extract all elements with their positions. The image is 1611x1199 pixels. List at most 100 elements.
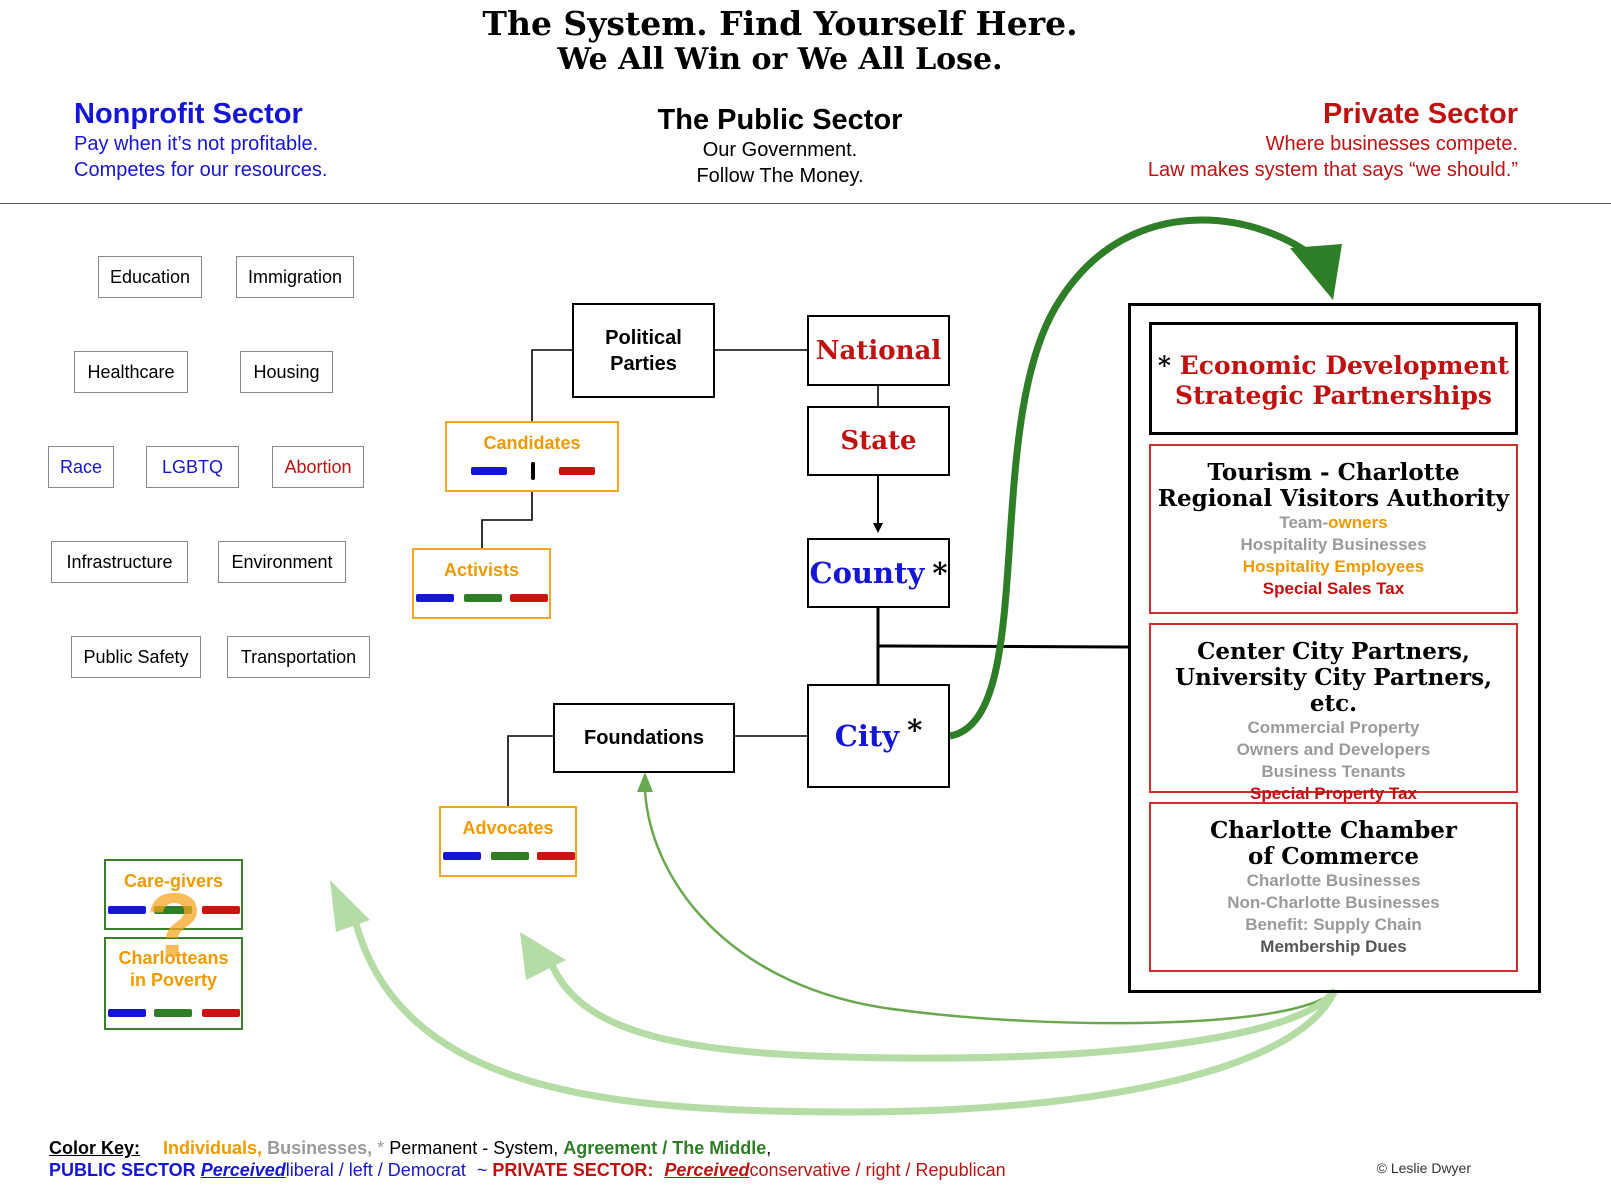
caregivers-label: Care-givers	[123, 871, 224, 891]
city-label: City	[834, 719, 900, 753]
tourism-box: Tourism - Charlotte Regional Visitors Au…	[1149, 444, 1518, 614]
tourism-line3: Hospitality Employees	[1242, 557, 1425, 576]
arrow-city-to-private	[949, 216, 1323, 740]
chamber-box: Charlotte Chamber of Commerce Charlotte …	[1149, 802, 1518, 972]
issue-immigration: Immigration	[236, 256, 354, 298]
poverty-red-bar	[202, 1009, 240, 1017]
advocates-label: Advocates	[462, 818, 554, 838]
poverty-label-line1: Charlotteans	[118, 948, 229, 968]
color-key-private-rest: conservative / right / Republican	[749, 1160, 1006, 1180]
issue-housing: Housing	[240, 351, 333, 393]
chamber-line4: Membership Dues	[1260, 937, 1407, 956]
arrow-private-to-advocates	[546, 958, 1338, 1062]
color-key-public-rest: liberal / left / Democrat	[285, 1160, 466, 1180]
tourism-line4: Special Sales Tax	[1262, 579, 1405, 598]
caregivers-green-bar	[154, 906, 192, 914]
city-asterisk: *	[907, 713, 923, 747]
private-header: Private Sector Where businesses compete.…	[1148, 98, 1518, 183]
activists-blue-bar	[416, 594, 454, 602]
activists-green-bar	[464, 594, 502, 602]
issue-infrastructure: Infrastructure	[51, 541, 188, 583]
candidates-box: Candidates	[445, 421, 619, 492]
chamber-line2: Non-Charlotte Businesses	[1227, 893, 1440, 912]
center-city-heading-line2: University City Partners, etc.	[1174, 664, 1493, 717]
caregivers-blue-bar	[108, 906, 146, 914]
line-candidates-activists	[481, 491, 533, 548]
poverty-label-line2: in Poverty	[129, 970, 218, 990]
center-city-line4: Special Property Tax	[1250, 784, 1417, 803]
state-box: State	[807, 406, 950, 476]
advocates-green-bar	[491, 852, 529, 860]
color-key-line1: Color Key: Individuals, Businesses, * Pe…	[49, 1138, 771, 1159]
issue-abortion: Abortion	[272, 446, 364, 488]
nonprofit-title: Nonprofit Sector	[74, 98, 303, 130]
color-key-private: PRIVATE SECTOR:	[492, 1160, 654, 1180]
color-key-agreement: Agreement / The Middle	[563, 1138, 767, 1158]
color-key-individuals: Individuals,	[163, 1138, 263, 1158]
arrowhead-advocates	[520, 932, 566, 980]
private-title: Private Sector	[1322, 98, 1518, 130]
city-box: City *	[807, 684, 950, 788]
public-line2: Follow The Money.	[696, 165, 864, 187]
chamber-line3: Benefit: Supply Chain	[1245, 915, 1422, 934]
color-key-star: *	[377, 1138, 385, 1158]
center-city-box: Center City Partners, University City Pa…	[1149, 623, 1518, 803]
candidates-blue-bar	[471, 467, 507, 475]
economic-development-line1: Economic Development	[1179, 351, 1510, 380]
caregivers-red-bar	[202, 906, 240, 914]
poverty-box: Charlotteans in Poverty	[104, 937, 243, 1030]
county-asterisk: *	[932, 556, 948, 590]
economic-development-asterisk: *	[1157, 351, 1171, 380]
arrowhead-caregivers	[330, 880, 370, 932]
foundations-box: Foundations	[553, 703, 735, 773]
center-city-line2: Owners and Developers	[1236, 740, 1431, 759]
poverty-blue-bar	[108, 1009, 146, 1017]
color-key-permanent: Permanent - System,	[389, 1138, 559, 1158]
chamber-heading-line1: Charlotte Chamber	[1209, 817, 1458, 844]
public-line1: Our Government.	[702, 139, 858, 161]
center-city-heading-line1: Center City Partners,	[1197, 638, 1470, 665]
private-line1: Where businesses compete.	[1265, 133, 1518, 155]
issue-transportation: Transportation	[227, 636, 370, 678]
chamber-line1: Charlotte Businesses	[1246, 871, 1421, 890]
arrow-private-to-foundations	[643, 789, 1336, 1025]
color-key-public: PUBLIC SECTOR	[49, 1160, 196, 1180]
political-parties-label: Political Parties	[605, 326, 682, 375]
public-title: The Public Sector	[657, 104, 903, 136]
issue-environment: Environment	[218, 541, 346, 583]
public-header: The Public Sector Our Government. Follow…	[560, 104, 1000, 189]
tourism-heading-line2: Regional Visitors Authority	[1157, 485, 1510, 512]
private-line2: Law makes system that says “we should.”	[1147, 159, 1518, 181]
arrowhead-foundations	[637, 772, 653, 792]
economic-development-box: * Economic Development Strategic Partner…	[1149, 322, 1518, 435]
activists-box: Activists	[412, 548, 551, 619]
arrowhead-city-to-private	[1290, 244, 1342, 300]
activists-label: Activists	[443, 560, 520, 580]
poverty-green-bar	[154, 1009, 192, 1017]
issue-lgbtq: LGBTQ	[146, 446, 239, 488]
candidates-label: Candidates	[483, 433, 581, 453]
issue-education: Education	[98, 256, 202, 298]
caregivers-box: Care-givers	[104, 859, 243, 930]
center-city-line3: Business Tenants	[1261, 762, 1406, 781]
nonprofit-line1: Pay when it’s not profitable.	[74, 133, 319, 155]
candidates-red-bar	[559, 467, 595, 475]
line-parties-candidates	[531, 349, 572, 421]
color-key-perceived-public: Perceived	[200, 1160, 286, 1180]
diagram-title-line1: The System. Find Yourself Here.	[482, 4, 1078, 43]
national-label: National	[815, 335, 942, 366]
activists-red-bar	[510, 594, 548, 602]
tourism-line2: Hospitality Businesses	[1240, 535, 1427, 554]
tourism-heading-line1: Tourism - Charlotte	[1207, 459, 1460, 486]
line-foundations-advocates	[507, 735, 553, 806]
diagram-title-line2: We All Win or We All Lose.	[557, 42, 1003, 77]
color-key-comma: ,	[766, 1138, 772, 1158]
political-parties-box: Political Parties	[572, 303, 715, 398]
foundations-label: Foundations	[584, 726, 704, 749]
color-key-line2: PUBLIC SECTOR Perceivedliberal / left / …	[49, 1160, 1006, 1181]
private-sector-frame	[1128, 303, 1541, 993]
candidates-black-bar	[531, 462, 535, 480]
nonprofit-header: Nonprofit Sector Pay when it’s not profi…	[74, 98, 327, 183]
advocates-blue-bar	[443, 852, 481, 860]
